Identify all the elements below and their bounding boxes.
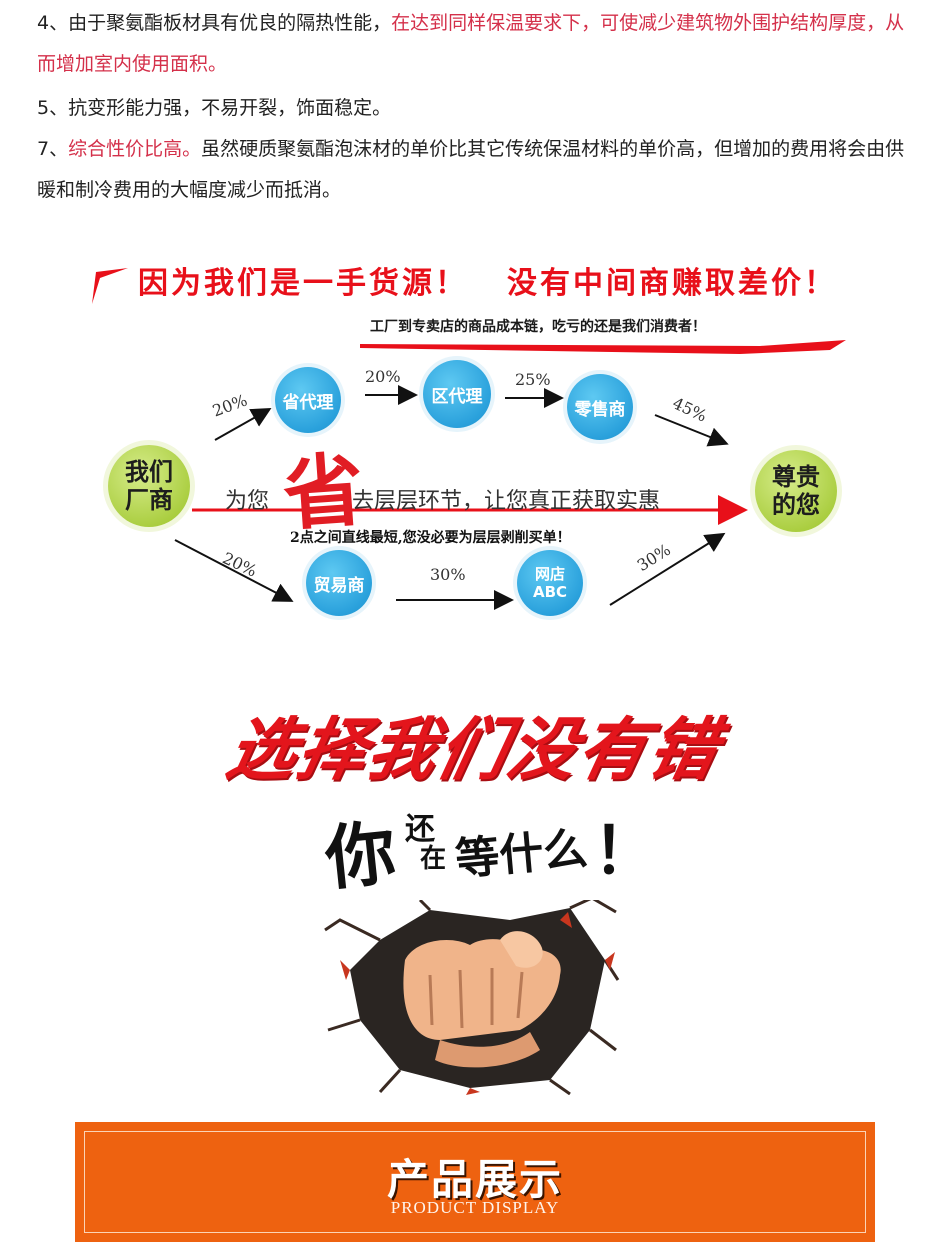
paragraph-5: 5、抗变形能力强，不易开裂，饰面稳定。 (37, 97, 392, 119)
online-shop-label-2: ABC (532, 583, 568, 601)
node-trader: 贸易商 (306, 550, 372, 616)
chain-underline-arrow (360, 340, 846, 354)
node-retailer: 零售商 (567, 374, 633, 440)
percent-district-retail: 25% (515, 370, 551, 389)
paragraph-4: 4、由于聚氨酯板材具有优良的隔热性能，在达到同样保温要求下，可使减少建筑物外围护… (37, 3, 917, 85)
mid-text-left: 为您 (225, 489, 270, 514)
arrow-retail-consumer (654, 414, 729, 447)
banner-title: 产品展示 (386, 1155, 563, 1204)
paragraph-7: 7、综合性价比高。虽然硬质聚氨酯泡沫材的单价比其它传统保温材料的单价高，但增加的… (37, 129, 917, 211)
percent-trade-shop: 30% (430, 565, 466, 584)
online-shop-label-1: 网店 (534, 565, 565, 583)
consumer-label-2: 的您 (772, 491, 820, 519)
arrow-shop-consumer (609, 532, 726, 606)
shortest-line-text: 2点之间直线最短,您没必要为层层剥削买单！ (290, 530, 571, 546)
consumer-label-1: 尊贵 (772, 463, 820, 491)
percent-province-district: 20% (365, 367, 401, 386)
paragraph-4-highlight: 在达到同样保温要求下，可使减少建筑物外围护结构厚度，从而增加室内使用面积。 (37, 12, 905, 75)
what-are-you-waiting-headline: 你 还 在 等什么 ！ (321, 800, 657, 901)
node-province-agent: 省代理 (275, 367, 341, 433)
product-display-banner: 产品展示 PRODUCT DISPLAY (75, 1122, 875, 1242)
cost-chain-text: 工厂到专卖店的商品成本链，吃亏的还是我们消费者！ (370, 319, 706, 335)
banner-frame (84, 1131, 866, 1233)
paragraph-7-prefix: 7、 (37, 138, 69, 160)
wait-char-2: 还 (405, 812, 435, 847)
wait-exclamation: ！ (593, 814, 657, 889)
node-district-agent: 区代理 (423, 360, 491, 428)
arrow-factory-trade (174, 539, 294, 602)
diagram-arrows (174, 385, 748, 610)
factory-label-2: 厂商 (125, 486, 173, 514)
slogan-left: 因为我们是一手货源！ (138, 266, 468, 301)
paragraph-7-rest: 虽然硬质聚氨酯泡沫材的单价比其它传统保温材料的单价高，但增加的费用将会由供暖和制… (37, 138, 905, 201)
mid-text-right: 去层层环节，让您真正获取实惠 (352, 489, 661, 514)
paragraph-4-prefix: 4、由于聚氨酯板材具有优良的隔热性能， (37, 12, 392, 34)
factory-label-1: 我们 (125, 458, 173, 486)
banner-subtitle: PRODUCT DISPLAY (390, 1198, 560, 1217)
wait-char-1: 你 (321, 810, 400, 901)
choose-us-headline: 选择我们没有错 (220, 710, 728, 790)
corner-mark-icon (92, 268, 128, 304)
pointing-fist-illustration (324, 900, 620, 1095)
factory-node: 我们厂商 (108, 445, 190, 527)
slogan-right: 没有中间商赚取差价！ (507, 266, 837, 301)
paragraph-7-highlight: 综合性价比高。 (68, 138, 202, 160)
wait-char-3: 在 (420, 844, 447, 874)
consumer-node: 尊贵的您 (755, 450, 837, 532)
arrow-factory-province (214, 408, 272, 441)
wait-chars-4: 等什么 (453, 823, 590, 886)
